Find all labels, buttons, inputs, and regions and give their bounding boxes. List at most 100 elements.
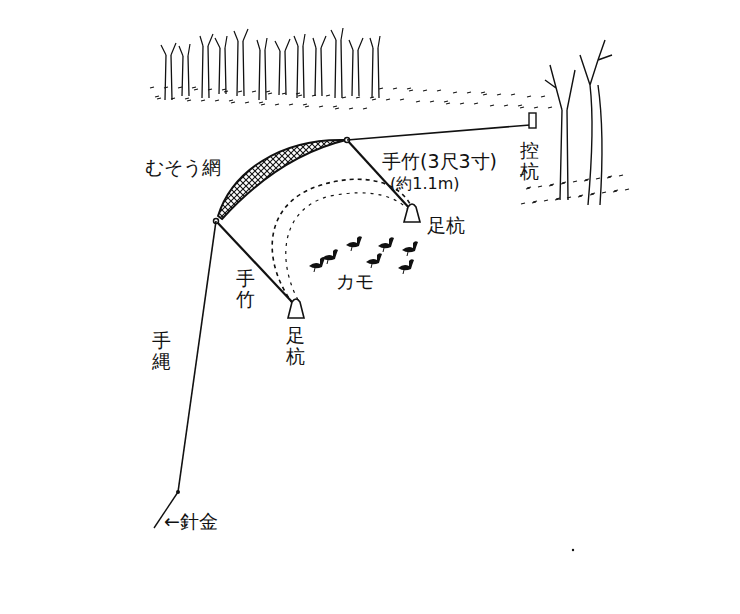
- tree-trunk: [352, 50, 359, 96]
- ground-mark: [335, 108, 339, 109]
- ground-mark: [187, 100, 191, 101]
- ground-mark: [573, 181, 577, 182]
- swing-path: [272, 179, 412, 304]
- ground-mark: [326, 95, 330, 96]
- tree-branch: [275, 39, 290, 51]
- ground-mark: [467, 92, 471, 93]
- tree-trunk: [237, 41, 244, 96]
- ground-mark: [238, 91, 242, 92]
- ground-mark: [400, 99, 404, 100]
- ground-mark: [259, 102, 263, 103]
- duck: [309, 257, 325, 268]
- ground-mark: [386, 99, 390, 100]
- ground-mark: [602, 192, 606, 193]
- ground-mark: [430, 101, 434, 102]
- ground-mark: [533, 201, 537, 202]
- ground-mark: [596, 178, 600, 179]
- tree-trunk: [182, 56, 189, 96]
- duck: [378, 237, 394, 248]
- ground-mark: [591, 193, 595, 194]
- tree-branch: [331, 28, 343, 40]
- ground-mark: [578, 196, 582, 197]
- ground-mark: [268, 93, 272, 94]
- ground-mark: [407, 88, 411, 89]
- tree-right: [545, 40, 612, 205]
- ground-mark: [164, 87, 168, 88]
- ground-mark: [185, 98, 189, 99]
- duck-leg: [314, 268, 315, 272]
- ground-mark: [356, 97, 360, 98]
- ground-mark: [613, 191, 617, 192]
- ground-mark: [549, 185, 553, 186]
- ground-mark: [275, 104, 279, 105]
- ground-mark: [444, 101, 448, 102]
- ground-mark: [289, 104, 293, 105]
- ground-mark: [245, 102, 249, 103]
- duck-label: カモ: [336, 270, 374, 293]
- tree-branch: [370, 36, 380, 48]
- ground-mark: [550, 184, 554, 185]
- hand-rope: [178, 221, 216, 492]
- duck-group: [309, 236, 418, 274]
- ground-mark: [409, 90, 413, 91]
- ground-mark: [252, 91, 256, 92]
- tree-trunk: [297, 46, 304, 98]
- ground-mark: [150, 87, 154, 88]
- stake-label: 足杭: [427, 214, 465, 237]
- ground-mark: [527, 187, 531, 188]
- ground-mark: [446, 103, 450, 104]
- tree-trunk: [279, 51, 286, 95]
- ground-mark: [333, 106, 337, 107]
- foot-stake: [404, 204, 420, 222]
- net-label: むそう網: [145, 156, 221, 179]
- ground-mark: [526, 188, 530, 189]
- ground-mark: [416, 101, 420, 102]
- ground-mark: [194, 89, 198, 90]
- ground-mark: [585, 179, 589, 180]
- ground-mark: [481, 92, 485, 93]
- ground-mark: [423, 90, 427, 91]
- control-rope: [347, 125, 530, 140]
- duck: [346, 236, 362, 247]
- pole-label: 手竹: [236, 268, 255, 310]
- tree-branch: [294, 34, 305, 46]
- duck-leg: [407, 252, 408, 256]
- ground-mark: [608, 176, 612, 177]
- duck-leg: [383, 248, 384, 252]
- ground-mark: [584, 180, 588, 181]
- ground-mark: [541, 96, 545, 97]
- tree-trunk: [202, 46, 209, 98]
- ground-mark: [282, 93, 286, 94]
- ground-mark: [157, 98, 161, 99]
- stake-label: 控杭: [520, 140, 539, 182]
- rope-label: 手縄: [152, 330, 171, 372]
- stake-label: 足杭: [286, 325, 305, 367]
- ground-mark: [460, 103, 464, 104]
- tree-branch: [215, 36, 227, 48]
- ground-mark: [437, 90, 441, 91]
- tree-branch: [179, 44, 190, 56]
- ground-mark: [312, 95, 316, 96]
- tree-branch: [161, 43, 176, 55]
- ground-mark: [296, 93, 300, 94]
- ground-mark: [518, 105, 522, 106]
- tree-trunk: [315, 48, 322, 96]
- ground-mark: [393, 88, 397, 89]
- ground-mark: [201, 100, 205, 101]
- ground-mark: [490, 105, 494, 106]
- ground-mark: [590, 194, 594, 195]
- ground-mark: [155, 96, 159, 97]
- ground-mark: [556, 198, 560, 199]
- ground-mark: [607, 177, 611, 178]
- ground-mark: [567, 197, 571, 198]
- ground-mark: [619, 175, 623, 176]
- ground-mark: [579, 195, 583, 196]
- ground-mark: [363, 108, 367, 109]
- ground-mark: [561, 183, 565, 184]
- ground-mark: [266, 91, 270, 92]
- ground-mark: [562, 182, 566, 183]
- tree-trunk: [165, 55, 172, 100]
- ground-mark: [305, 106, 309, 107]
- ground-mark: [532, 202, 536, 203]
- ground-mark: [208, 89, 212, 90]
